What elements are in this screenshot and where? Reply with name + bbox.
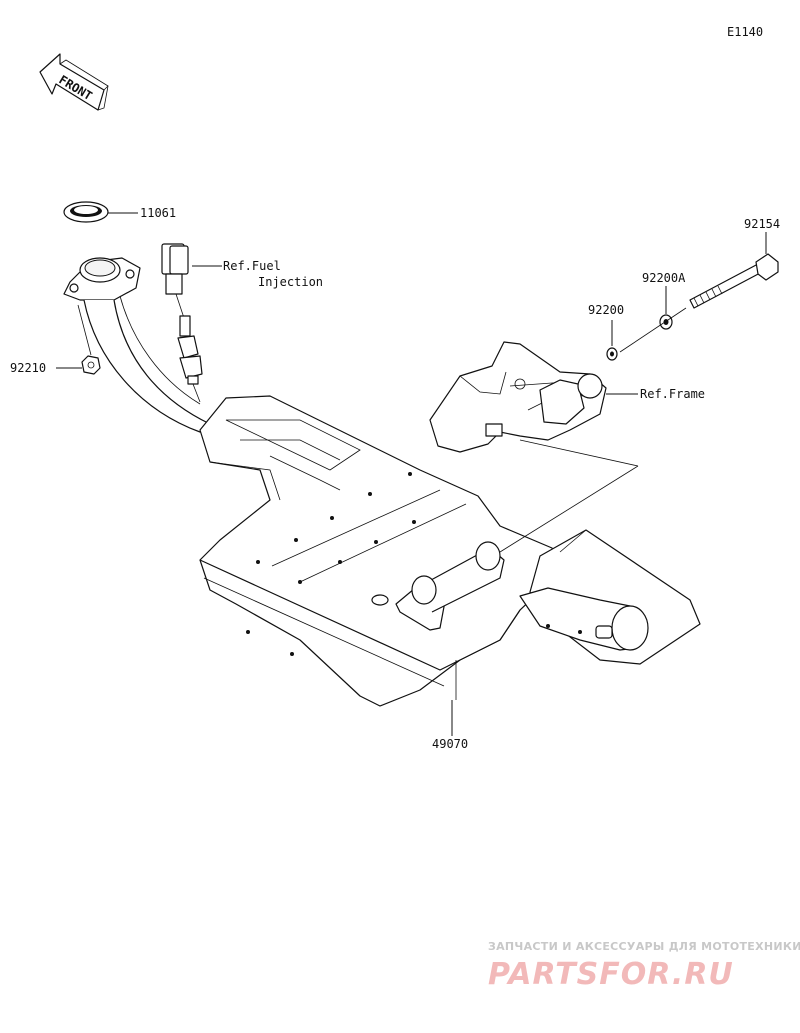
washer-92200A <box>659 314 673 330</box>
muffler-end-cap <box>519 529 701 665</box>
part-label-11061: 11061 <box>140 206 176 220</box>
washer-92200 <box>606 347 618 361</box>
nut-92210 <box>81 355 101 375</box>
oxygen-sensor <box>161 243 203 385</box>
frame-bracket <box>429 341 607 453</box>
part-label-92154: 92154 <box>744 217 780 231</box>
watermark-brand: PARTSFOR.RU <box>488 957 734 992</box>
leader-92210-ref <box>77 304 92 356</box>
frame-guide-line-1 <box>519 439 639 467</box>
front-arrow-icon: FRONT <box>39 53 109 111</box>
ref-frame-label: Ref.Frame <box>640 387 705 401</box>
sensor-axis-line <box>192 383 201 403</box>
ref-fuel-label-line2: Injection <box>258 275 323 289</box>
watermark-tagline: ЗАПЧАСТИ И АКСЕССУАРЫ ДЛЯ МОТОТЕХНИКИ <box>488 940 800 953</box>
part-label-92210: 92210 <box>10 361 46 375</box>
part-label-92200A: 92200A <box>642 271 686 285</box>
part-label-92200: 92200 <box>588 303 624 317</box>
gasket-11061 <box>63 201 109 223</box>
bolt-92154 <box>619 253 779 353</box>
diagram-code: E1140 <box>727 25 763 39</box>
frame-guide-line-2 <box>499 465 639 553</box>
ref-fuel-label-line1: Ref.Fuel <box>223 259 281 273</box>
muffler-49070 <box>199 395 561 707</box>
part-label-49070: 49070 <box>432 737 468 751</box>
exhaust-pipe <box>63 257 211 433</box>
